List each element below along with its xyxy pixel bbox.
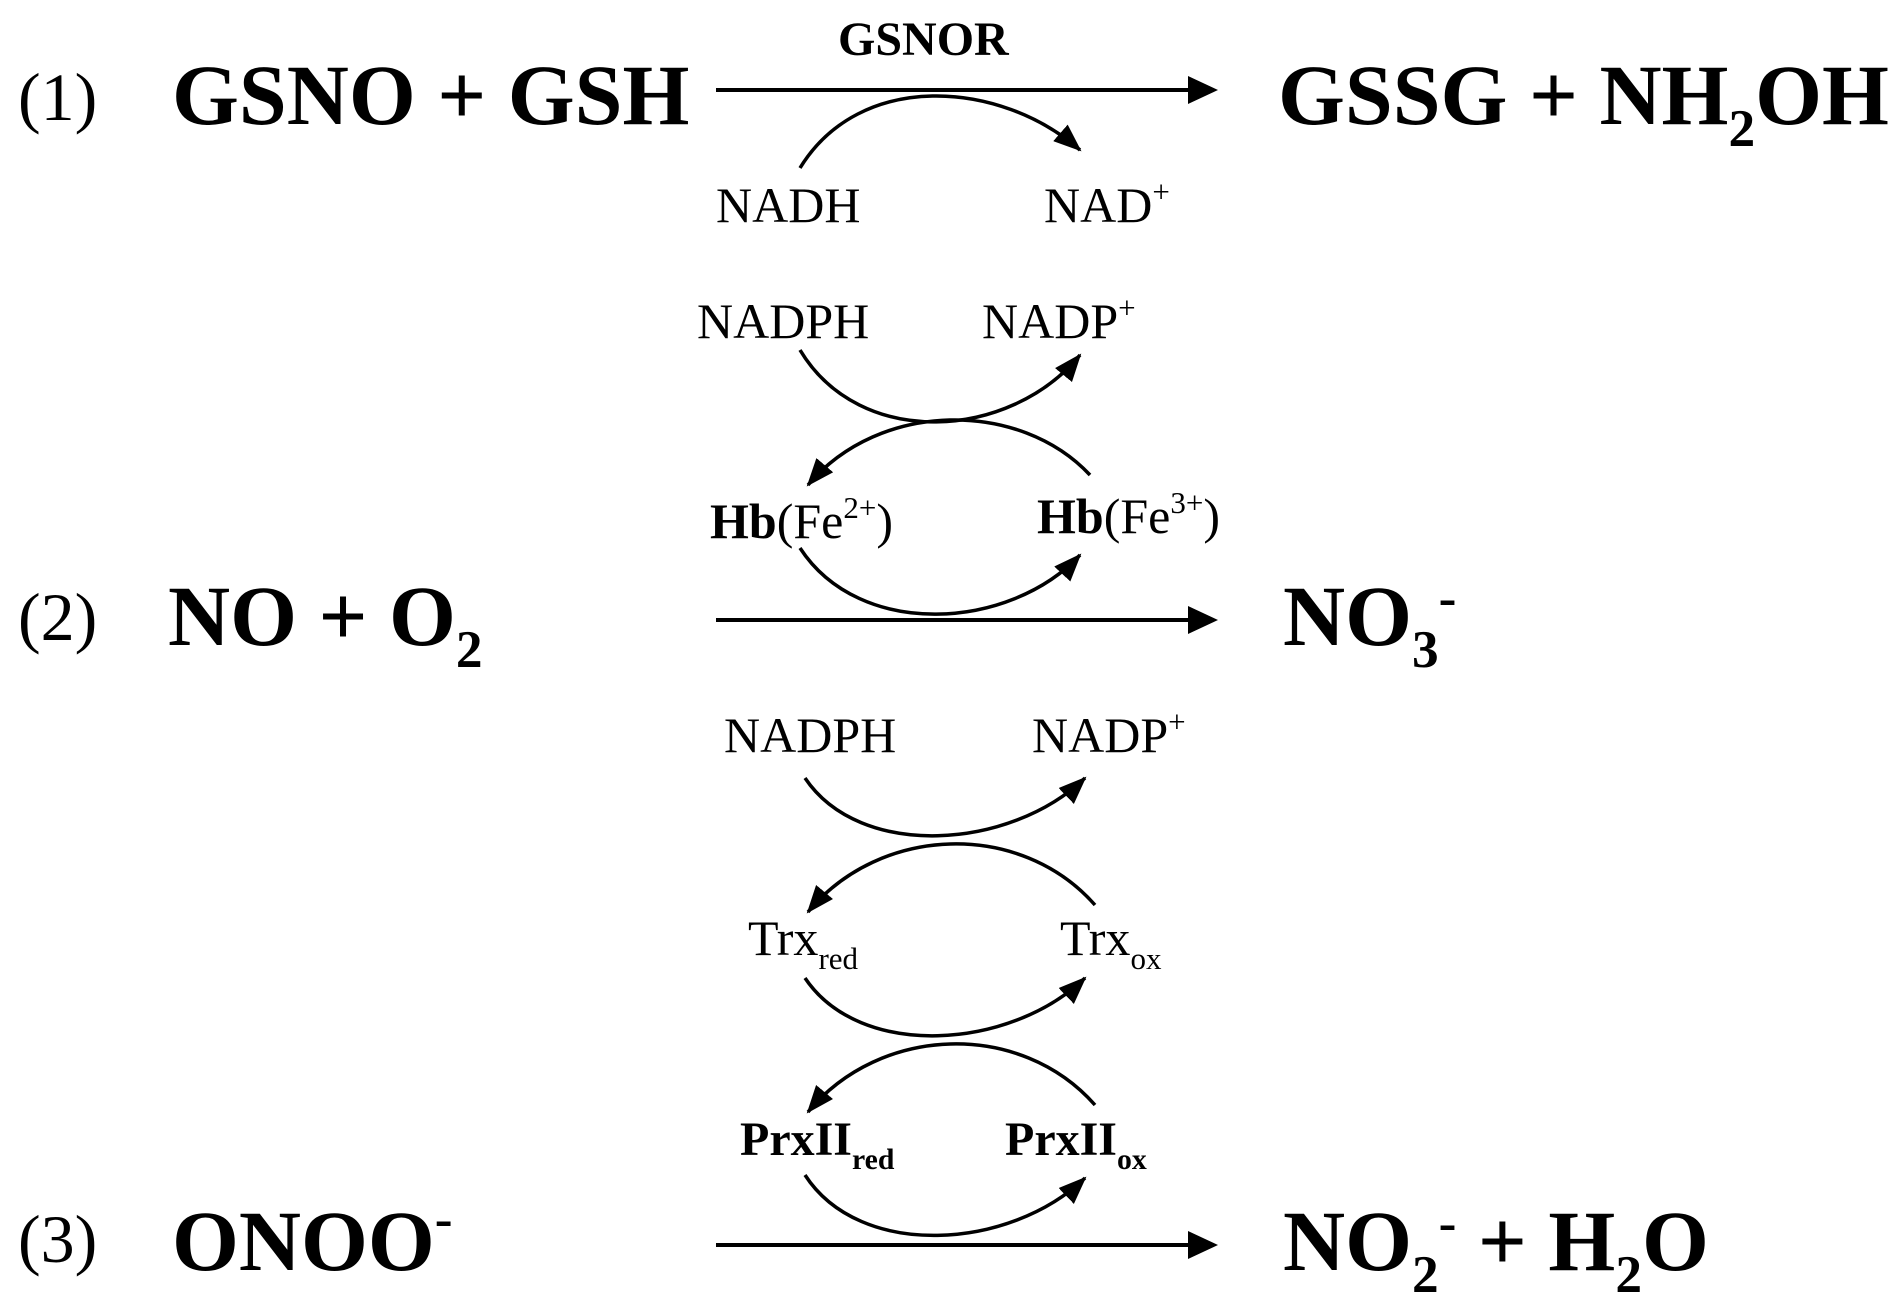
reaction-3-prx-ox: PrxIIox [1005,1113,1147,1176]
reaction-2-hb-reduction-arc [806,418,1092,487]
reaction-2-right-species: Hb(Fe3+) [1037,485,1220,544]
reaction-3-products: NO2- + H2O [1283,1192,1709,1301]
reaction-3-prx-reduction-arc [806,1042,1097,1114]
reaction-2-number: (2) [18,579,97,655]
reaction-3-top-left: NADPH [724,707,896,763]
reaction-1-cofactor-left: NADH [716,177,860,233]
reaction-1-arrowhead [1188,76,1218,104]
reaction-1-reactants: GSNO + GSH [172,47,689,143]
reaction-3-trx-red: Trxred [748,910,859,976]
reaction-2-arrowhead [1188,606,1218,634]
reaction-3-trx-oxidation-arc [803,976,1087,1038]
reaction-2-top-right: NADP+ [982,290,1136,349]
reaction-2-left-species: Hb(Fe2+) [710,490,893,549]
reaction-3-trx-reduction-arc [806,842,1097,914]
reaction-2-products: NO3- [1283,567,1456,679]
reaction-3-top-right: NADP+ [1032,704,1186,763]
reaction-2-reactants: NO + O2 [168,568,483,679]
reaction-2-hb-oxidation-arc [798,547,1082,616]
reaction-3-number: (3) [18,1201,97,1277]
reaction-3: NADPH NADP+ Trxred Trxox PrxIIred PrxIIo… [18,704,1709,1301]
reaction-1: (1) GSNO + GSH GSNOR NADH NAD+ GSSG + NH… [18,13,1889,233]
reaction-1-number: (1) [18,59,97,135]
reaction-2: NADPH NADP+ Hb(Fe2+) Hb(Fe3+) (2) NO + O… [18,290,1456,679]
reaction-3-arrowhead [1188,1231,1218,1259]
reaction-3-reactants: ONOO- [172,1188,453,1289]
reaction-1-enzyme: GSNOR [838,13,1010,66]
reaction-3-prx-oxidation-arc [803,1174,1087,1238]
reaction-3-nadph-arc [803,776,1087,838]
reaction-1-products: GSSG + NH2OH [1278,47,1889,158]
reaction-1-cofactor-arc [798,94,1082,169]
reaction-1-cofactor-right: NAD+ [1044,174,1170,233]
reaction-3-prx-red: PrxIIred [740,1113,895,1176]
reaction-2-top-left: NADPH [697,293,869,349]
reaction-3-trx-ox: Trxox [1060,910,1162,976]
reaction-2-nadph-arc [798,349,1082,424]
